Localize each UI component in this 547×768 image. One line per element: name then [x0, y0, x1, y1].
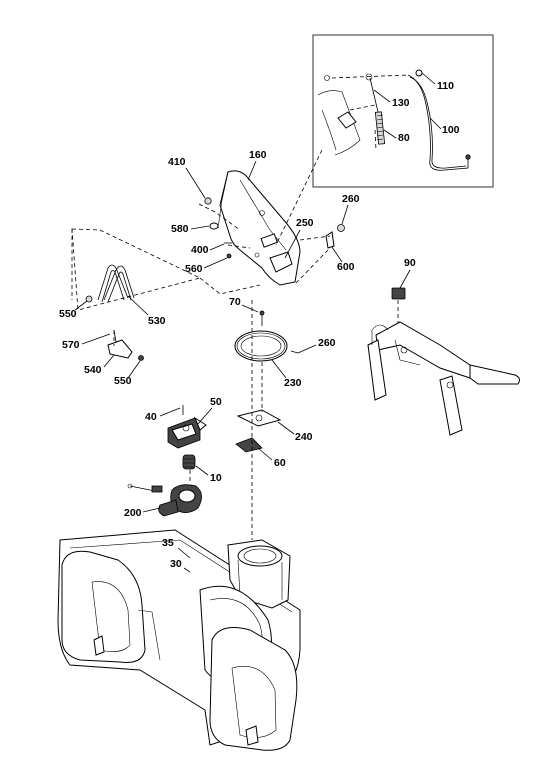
nut-260-icon	[337, 224, 345, 232]
plate-240-icon	[236, 409, 282, 427]
chute-ring-230	[234, 330, 288, 362]
callout-70: 70	[229, 296, 241, 308]
auger-housing	[57, 529, 301, 751]
nut-550b-icon	[138, 355, 144, 361]
gear-case-200	[127, 483, 202, 517]
callout-580: 580	[171, 223, 189, 235]
bracket-60-icon	[235, 437, 263, 453]
nut-550-icon	[85, 295, 93, 303]
bracket-600-icon	[325, 231, 335, 249]
callout-50: 50	[210, 396, 222, 408]
washer-580-icon	[209, 222, 219, 230]
callout-30: 30	[170, 558, 182, 570]
callout-40: 40	[145, 411, 157, 423]
nut-410-icon	[204, 197, 212, 205]
callout-550-lower: 550	[114, 375, 132, 387]
callout-160: 160	[249, 149, 267, 161]
handle-rod-530	[97, 264, 135, 303]
callout-260: 260	[342, 193, 360, 205]
callout-110: 110	[437, 80, 454, 92]
callout-200: 200	[124, 507, 142, 519]
callout-570: 570	[62, 339, 80, 351]
worm-gear-10	[182, 454, 196, 470]
callout-90: 90	[404, 257, 416, 269]
callout-400: 400	[191, 244, 209, 256]
callout-230: 230	[284, 377, 302, 389]
chute-deflector	[217, 170, 301, 286]
callout-250: 250	[296, 217, 314, 229]
callout-100: 100	[442, 124, 460, 136]
inset-detail-box	[312, 34, 494, 188]
callout-550-upper: 550	[59, 308, 77, 320]
callout-60: 60	[274, 457, 286, 469]
callout-530: 530	[148, 315, 166, 327]
callout-540: 540	[84, 364, 102, 376]
callout-labels: 110 130 80 100 160 410 260 580 250 400 6…	[59, 72, 460, 573]
callout-10: 10	[210, 472, 222, 484]
callout-80: 80	[398, 132, 410, 144]
callout-560: 560	[185, 263, 203, 275]
callout-260-lower: 260	[318, 337, 336, 349]
callout-410: 410	[168, 156, 186, 168]
callout-35: 35	[162, 537, 174, 549]
screw-260-icon	[290, 350, 299, 354]
callout-600: 600	[337, 261, 355, 273]
callout-240: 240	[295, 431, 313, 443]
nut-560-icon	[226, 253, 232, 259]
handle-panel-assembly	[367, 287, 520, 436]
bracket-540-icon	[107, 339, 133, 359]
callout-130: 130	[392, 97, 410, 109]
gear-housing-50	[167, 416, 207, 449]
